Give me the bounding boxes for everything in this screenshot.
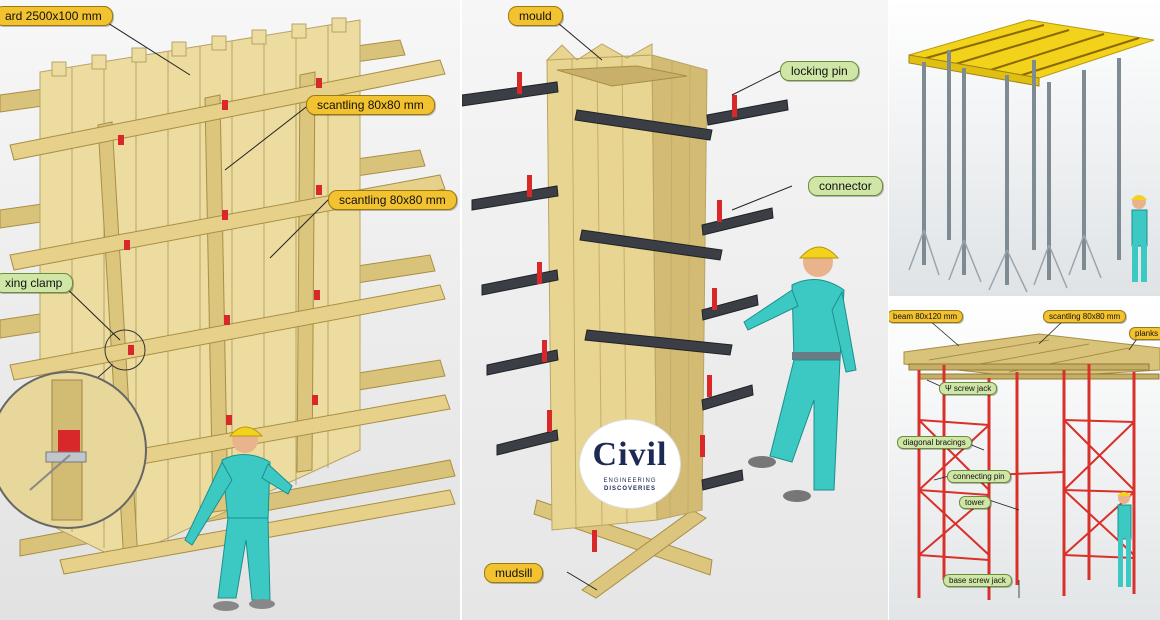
connector-label: connector (808, 176, 883, 196)
worker-figure (184, 426, 293, 611)
diagonal-bracings-label: diagonal bracings (897, 436, 972, 449)
column-formwork-illustration (462, 17, 857, 599)
column-formwork-panel: mould locking pin connector mudsill (462, 0, 888, 620)
wall-formwork-illustration (0, 17, 456, 611)
steel-prop-shoring-panel (889, 0, 1160, 296)
scantling-label-upper: scantling 80x80 mm (306, 95, 435, 115)
board-size-label: ard 2500x100 mm (0, 6, 113, 26)
scantling-label-lower: scantling 80x80 mm (328, 190, 457, 210)
prop-shoring-illustration (908, 19, 1155, 293)
screw-jack-label: Ψ screw jack (939, 382, 998, 395)
worker-figure-column (743, 246, 857, 502)
mould-label: mould (508, 6, 563, 26)
planks-label: planks (1129, 327, 1160, 340)
connecting-pin-label: connecting pin (947, 470, 1011, 483)
scaffold-tower-illustration (903, 319, 1160, 600)
wall-formwork-panel: ard 2500x100 mm scantling 80x80 mm scant… (0, 0, 460, 620)
mudsill-label: mudsill (484, 563, 544, 583)
scantling-label-scaffold: scantling 80x80 mm (1043, 310, 1127, 323)
civil-engineering-discoveries-logo: Civil ENGINEERING DISCOVERIES (580, 420, 680, 508)
locking-pin-label: locking pin (780, 61, 859, 81)
beam-label: beam 80x120 mm (889, 310, 964, 323)
tower-label: tower (959, 496, 991, 509)
base-screw-jack-label: base screw jack (943, 574, 1012, 587)
scaffold-tower-panel: beam 80x120 mm scantling 80x80 mm planks… (889, 300, 1160, 620)
fixing-clamp-label: xing clamp (0, 273, 74, 293)
